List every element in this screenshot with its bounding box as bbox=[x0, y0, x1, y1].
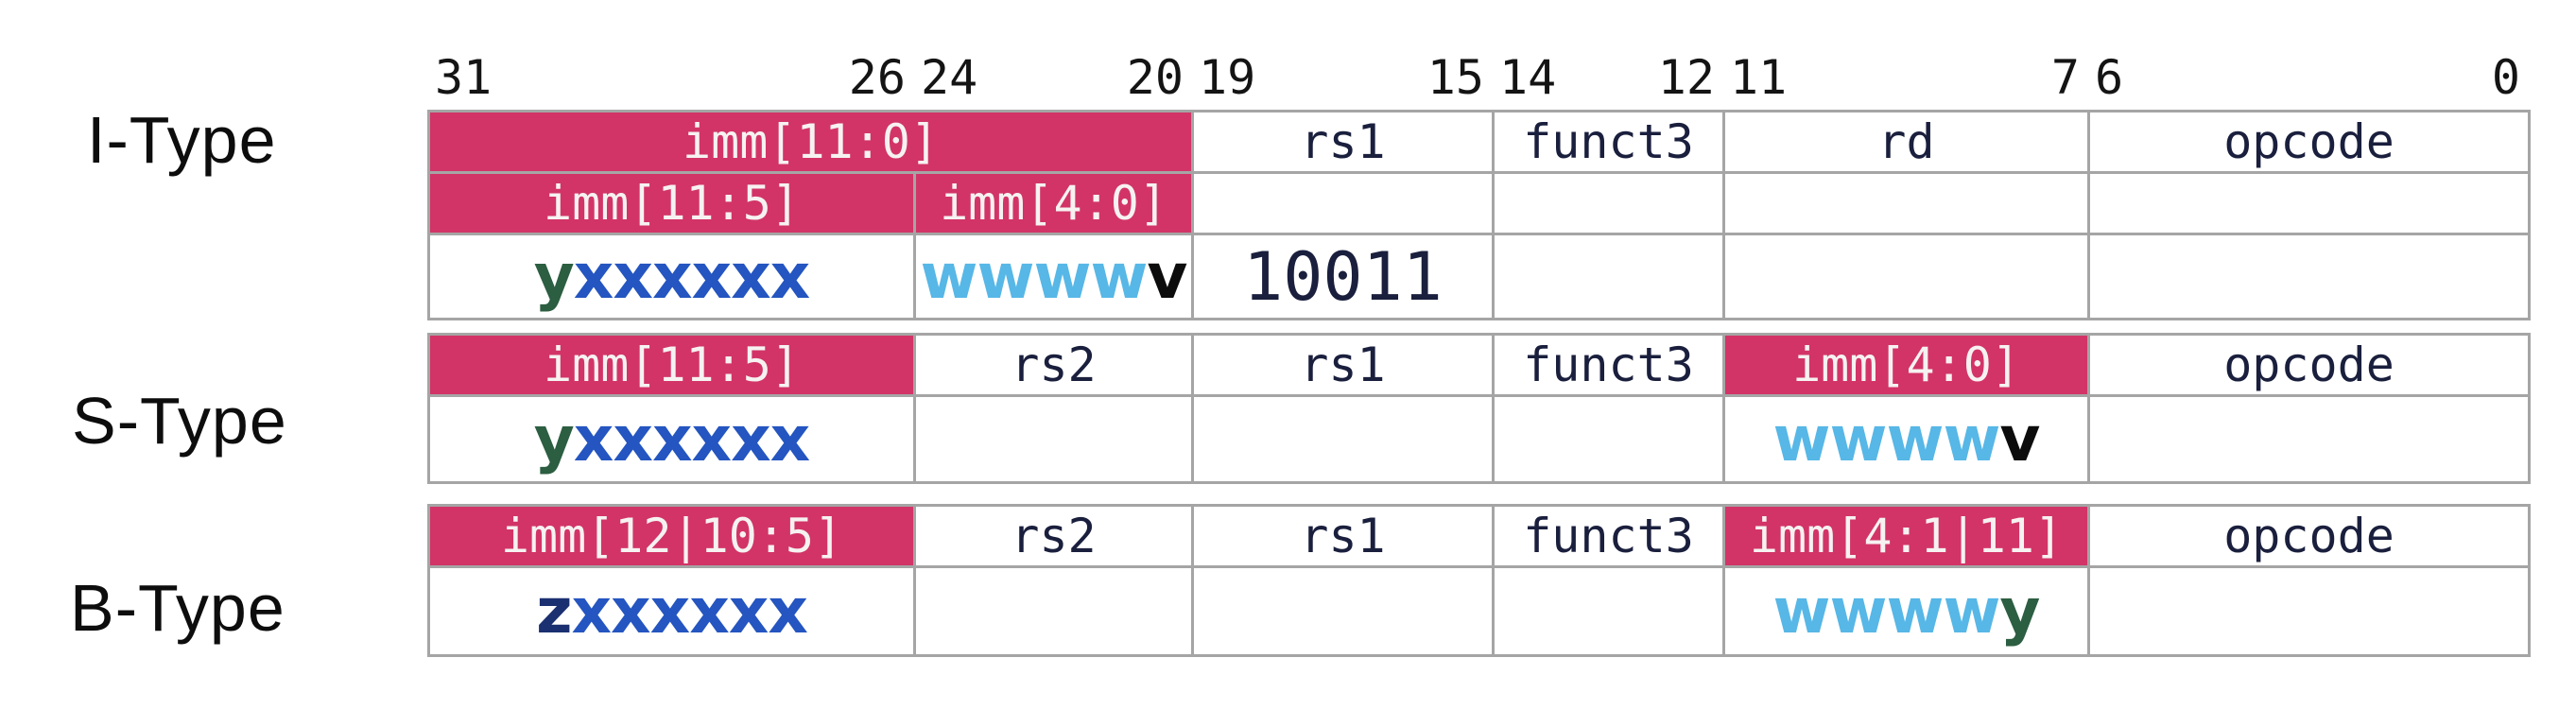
cell-itype-imm4-0: imm[4:0] bbox=[913, 171, 1194, 235]
cell-itype-rd: rd bbox=[1722, 110, 2090, 174]
cell-itype-imm11-5: imm[11:5] bbox=[427, 171, 916, 235]
bit-label-11: 11 bbox=[1730, 50, 1788, 105]
itype-value-row: yxxxxxx wwwwv 10011 bbox=[427, 233, 2531, 320]
cell-itype-empty-rs1 bbox=[1191, 171, 1495, 235]
cell-stype-opcode: opcode bbox=[2087, 333, 2531, 397]
stype-imm-hi-head: y bbox=[533, 403, 575, 476]
cell-stype-imm4-0: imm[4:0] bbox=[1722, 333, 2090, 397]
cell-itype-imm11-0: imm[11:0] bbox=[427, 110, 1194, 174]
cell-btype-value-empty-rs2 bbox=[913, 565, 1194, 657]
cell-stype-rs2: rs2 bbox=[913, 333, 1194, 397]
bit-label-31: 31 bbox=[435, 50, 493, 105]
cell-btype-imm4-1-11: imm[4:1|11] bbox=[1722, 504, 2090, 568]
cell-stype-imm-hi-value: yxxxxxx bbox=[427, 394, 916, 484]
cell-btype-opcode: opcode bbox=[2087, 504, 2531, 568]
bit-label-7: 7 bbox=[2050, 50, 2080, 105]
cell-stype-rs1: rs1 bbox=[1191, 333, 1495, 397]
btype-imm-lo-head: wwww bbox=[1772, 575, 2001, 648]
bit-range-19-15: 19 15 bbox=[1191, 49, 1492, 102]
bit-index-header: 31 26 24 20 19 15 14 12 11 7 6 0 bbox=[427, 49, 2531, 102]
cell-itype-imm-hi-value: yxxxxxx bbox=[427, 233, 916, 320]
btype-imm-hi-head: z bbox=[536, 575, 572, 648]
cell-stype-imm11-5: imm[11:5] bbox=[427, 333, 916, 397]
bit-range-11-7: 11 7 bbox=[1722, 49, 2087, 102]
cell-itype-value-empty-rd bbox=[1722, 233, 2090, 320]
itype-field-row: imm[11:0] rs1 funct3 rd opcode bbox=[427, 110, 2531, 174]
cell-stype-value-empty-rs1 bbox=[1191, 394, 1495, 484]
itype-rs1-binary-value: 10011 bbox=[1243, 237, 1443, 316]
cell-btype-value-empty-funct3 bbox=[1492, 565, 1725, 657]
cell-btype-value-empty-opcode bbox=[2087, 565, 2531, 657]
format-label-itype: I-Type bbox=[87, 103, 277, 177]
itype-subfield-row: imm[11:5] imm[4:0] bbox=[427, 171, 2531, 235]
cell-itype-empty-funct3 bbox=[1492, 171, 1725, 235]
cell-stype-value-empty-rs2 bbox=[913, 394, 1194, 484]
bit-range-24-20: 24 20 bbox=[913, 49, 1191, 102]
cell-btype-imm12-10-5: imm[12|10:5] bbox=[427, 504, 916, 568]
cell-itype-rs1: rs1 bbox=[1191, 110, 1495, 174]
btype-value-row: zxxxxxx wwwwy bbox=[427, 565, 2531, 657]
btype-table: imm[12|10:5] rs2 rs1 funct3 imm[4:1|11] … bbox=[427, 504, 2531, 657]
stype-imm-hi-tail: xxxxxx bbox=[573, 403, 810, 476]
cell-btype-value-empty-rs1 bbox=[1191, 565, 1495, 657]
itype-table: imm[11:0] rs1 funct3 rd opcode imm[11:5]… bbox=[427, 110, 2531, 320]
cell-stype-value-empty-opcode bbox=[2087, 394, 2531, 484]
format-label-btype: B-Type bbox=[70, 571, 285, 645]
cell-itype-value-empty-funct3 bbox=[1492, 233, 1725, 320]
cell-stype-value-empty-funct3 bbox=[1492, 394, 1725, 484]
cell-stype-imm-lo-value: wwwwv bbox=[1722, 394, 2090, 484]
bit-label-15: 15 bbox=[1426, 50, 1484, 105]
btype-imm-hi-tail: xxxxxx bbox=[571, 575, 807, 648]
itype-imm-hi-head: y bbox=[533, 240, 575, 313]
btype-imm-lo-tail: y bbox=[1999, 575, 2040, 648]
cell-btype-imm-lo-value: wwwwy bbox=[1722, 565, 2090, 657]
cell-itype-funct3: funct3 bbox=[1492, 110, 1725, 174]
itype-imm-lo-head: wwww bbox=[920, 240, 1149, 313]
cell-itype-empty-opcode bbox=[2087, 171, 2531, 235]
cell-itype-opcode: opcode bbox=[2087, 110, 2531, 174]
bit-label-14: 14 bbox=[1499, 50, 1557, 105]
stype-imm-lo-head: wwww bbox=[1772, 403, 2001, 476]
cell-btype-imm-hi-value: zxxxxxx bbox=[427, 565, 916, 657]
bit-label-12: 12 bbox=[1657, 50, 1715, 105]
bit-label-20: 20 bbox=[1126, 50, 1184, 105]
stype-table: imm[11:5] rs2 rs1 funct3 imm[4:0] opcode… bbox=[427, 333, 2531, 484]
cell-itype-value-empty-opcode bbox=[2087, 233, 2531, 320]
format-label-stype: S-Type bbox=[72, 384, 287, 458]
btype-field-row: imm[12|10:5] rs2 rs1 funct3 imm[4:1|11] … bbox=[427, 504, 2531, 568]
cell-stype-funct3: funct3 bbox=[1492, 333, 1725, 397]
cell-btype-rs1: rs1 bbox=[1191, 504, 1495, 568]
cell-btype-rs2: rs2 bbox=[913, 504, 1194, 568]
stype-imm-lo-tail: v bbox=[1999, 403, 2040, 476]
stype-field-row: imm[11:5] rs2 rs1 funct3 imm[4:0] opcode bbox=[427, 333, 2531, 397]
cell-itype-imm-lo-value: wwwwv bbox=[913, 233, 1194, 320]
bit-range-31-26: 31 26 bbox=[427, 49, 913, 102]
bit-label-6: 6 bbox=[2095, 50, 2124, 105]
bit-label-26: 26 bbox=[848, 50, 906, 105]
bit-range-6-0: 6 0 bbox=[2087, 49, 2528, 102]
itype-imm-hi-tail: xxxxxx bbox=[573, 240, 810, 313]
stype-value-row: yxxxxxx wwwwv bbox=[427, 394, 2531, 484]
bit-label-0: 0 bbox=[2491, 50, 2520, 105]
cell-itype-empty-rd bbox=[1722, 171, 2090, 235]
cell-itype-rs1-binary: 10011 bbox=[1191, 233, 1495, 320]
bit-label-24: 24 bbox=[921, 50, 978, 105]
itype-imm-lo-tail: v bbox=[1147, 240, 1187, 313]
bit-range-14-12: 14 12 bbox=[1492, 49, 1722, 102]
cell-btype-funct3: funct3 bbox=[1492, 504, 1725, 568]
bit-label-19: 19 bbox=[1199, 50, 1256, 105]
